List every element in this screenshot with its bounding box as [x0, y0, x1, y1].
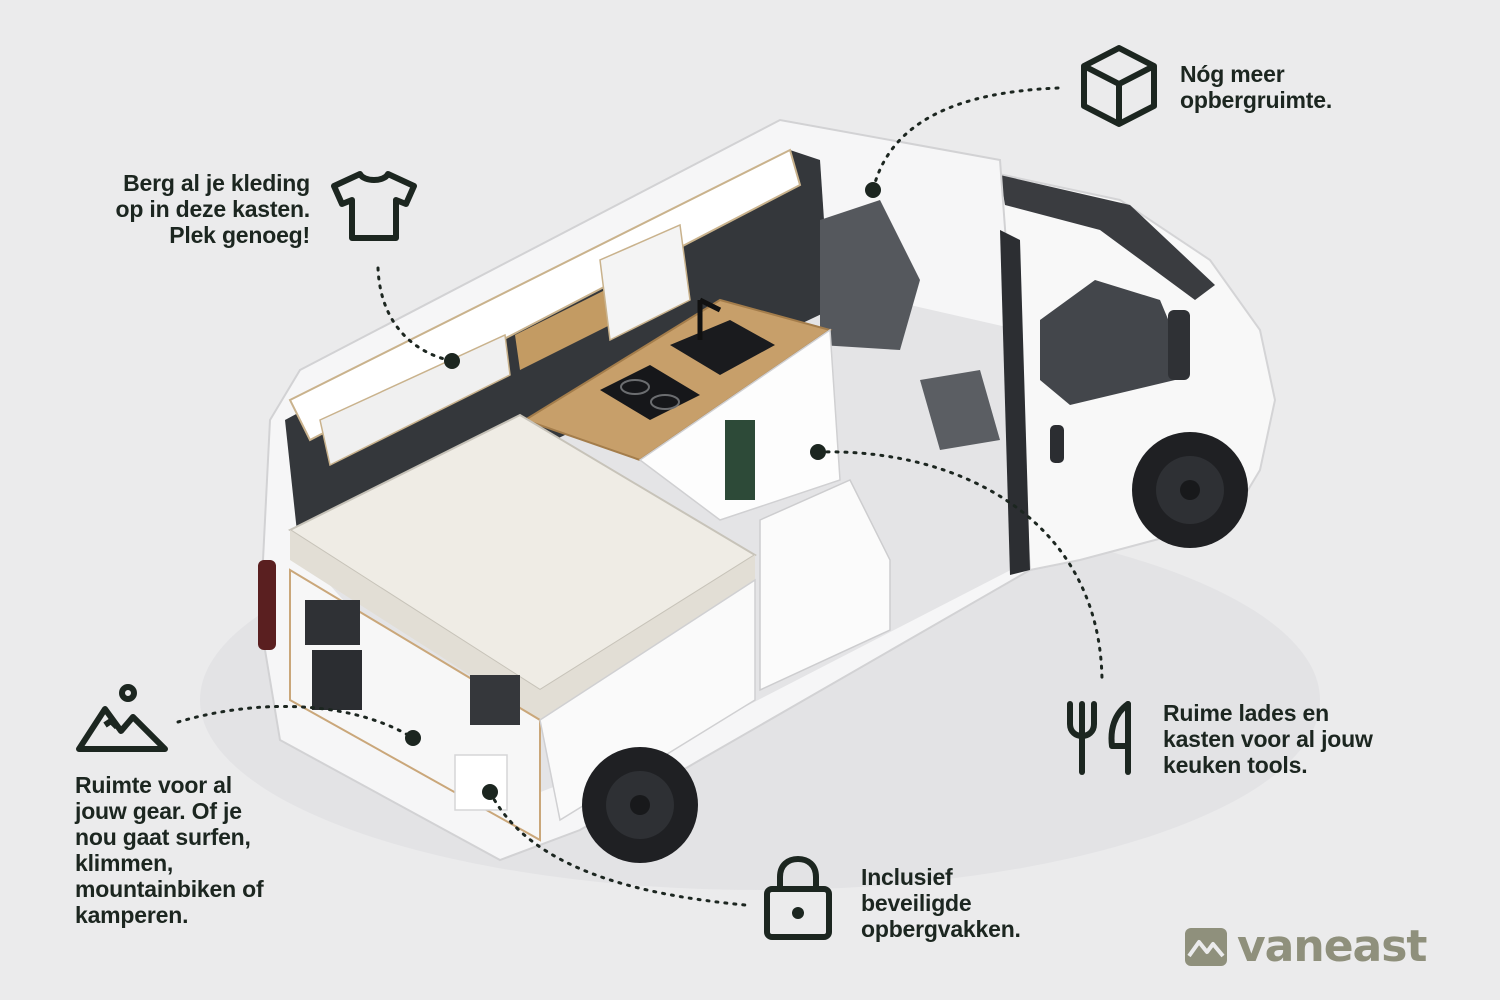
fork-knife-icon	[1067, 701, 1131, 775]
side-mirror	[1168, 310, 1190, 380]
callout-clothing-line-1: Berg al je kleding	[123, 170, 310, 196]
callout-storage-line-1: Nóg meer	[1180, 61, 1285, 87]
callout-gear-line-3: nou gaat surfen,	[75, 824, 251, 850]
callout-kitchen-line-3: keuken tools.	[1163, 752, 1308, 778]
upper-cabinets	[288, 148, 802, 442]
callout-gear-line-5: mountainbiken of	[75, 876, 264, 902]
water-tank	[725, 420, 755, 500]
interior-wall	[285, 150, 830, 560]
logo-text: vaneast	[1237, 921, 1427, 972]
lockbox-door	[454, 754, 508, 811]
callout-gear-line-4: klimmen,	[75, 850, 174, 876]
callout-kitchen-line-1: Ruime lades en	[1163, 700, 1329, 726]
callout-lock-line-2: beveiligde	[861, 890, 972, 916]
callout-lock-line-1: Inclusief	[861, 864, 953, 890]
callout-clothing-line-2: op in deze kasten.	[115, 196, 310, 222]
callout-lock-text: Inclusief beveiligde opbergvakken.	[861, 864, 1021, 942]
t-shirt-icon	[331, 171, 417, 241]
mountain-icon	[76, 684, 168, 752]
callout-kitchen-line-2: kasten voor al jouw	[1163, 726, 1373, 752]
callout-storage-text: Nóg meer opbergruimte.	[1180, 61, 1332, 113]
callout-storage-line-2: opbergruimte.	[1180, 87, 1333, 113]
callout-gear-line-1: Ruimte voor al	[75, 772, 232, 798]
callout-clothing-line-3: Plek genoeg!	[169, 222, 310, 248]
callout-gear-line-2: jouw gear. Of je	[75, 798, 242, 824]
side-window	[1040, 280, 1185, 405]
callout-gear-text: Ruimte voor al jouw gear. Of je nou gaat…	[75, 772, 264, 928]
vaneast-logo: vaneast	[1183, 921, 1427, 972]
callout-kitchen-text: Ruime lades en kasten voor al jouw keuke…	[1163, 700, 1373, 778]
windshield	[1000, 175, 1215, 300]
callout-lock-line-3: opbergvakken.	[861, 916, 1021, 942]
bed-storage-side	[539, 578, 756, 822]
driver-seat	[820, 200, 920, 350]
padlock-icon	[764, 856, 832, 940]
callout-gear-line-6: kamperen.	[75, 902, 189, 928]
callout-clothing-text: Berg al je kleding op in deze kasten. Pl…	[115, 170, 310, 248]
door-handle	[1050, 425, 1064, 463]
tail-light	[258, 560, 276, 650]
passenger-seat	[920, 370, 1000, 450]
vaneast-logo-mark	[1185, 928, 1227, 966]
sink	[670, 320, 775, 375]
box-icon	[1081, 45, 1157, 127]
